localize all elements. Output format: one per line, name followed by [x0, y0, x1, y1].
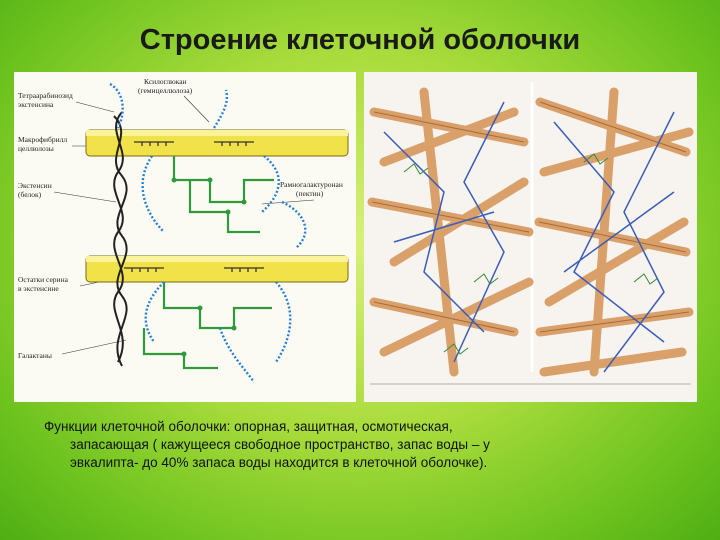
svg-text:(белок): (белок): [18, 190, 42, 199]
label-serine-residues: Остатки серина: [18, 275, 69, 284]
hemicellulose-strands: [383, 101, 675, 373]
xyloglucan-chains: [109, 82, 307, 383]
label-galactans: Галактаны: [18, 351, 52, 360]
fiber-illustration-svg: [364, 72, 697, 402]
svg-text:(пектин): (пектин): [296, 189, 324, 198]
macrofibril-top: [85, 129, 349, 157]
caption-line-1: Функции клеточной оболочки: опорная, защ…: [44, 419, 453, 434]
extensin-helix: [113, 111, 128, 367]
molecular-diagram-svg: Тетраарабинозид экстенсина Макрофибрилл …: [18, 77, 349, 383]
label-extensin: Экстенсин: [18, 181, 52, 190]
label-xyloglucan: Ксилоглюкан: [144, 77, 187, 86]
svg-text:(гемицеллюлоза): (гемицеллюлоза): [138, 86, 193, 95]
label-rhamnogalacturonan: Рамногалактуронан: [280, 180, 343, 189]
svg-text:целлюлозы: целлюлозы: [18, 144, 54, 153]
caption-line-3: эвкалипта- до 40% запаса воды находится …: [70, 455, 488, 470]
cell-wall-fiber-illustration: [364, 72, 697, 402]
label-tetraarabinoside: Тетраарабинозид: [18, 91, 73, 100]
cell-wall-molecular-diagram: Тетраарабинозид экстенсина Макрофибрилл …: [14, 72, 356, 402]
pectin-branches: [403, 153, 659, 355]
cell-wall-functions-caption: Функции клеточной оболочки: опорная, защ…: [44, 418, 684, 472]
macrofibril-bottom: [85, 255, 349, 283]
label-macrofibril: Макрофибрилл: [18, 135, 67, 144]
slide-title: Строение клеточной оболочки: [139, 24, 581, 56]
svg-text:экстенсина: экстенсина: [18, 100, 54, 109]
svg-text:в экстенсине: в экстенсине: [18, 284, 59, 293]
caption-line-2: запасающая ( кажущееся свободное простра…: [70, 437, 490, 452]
